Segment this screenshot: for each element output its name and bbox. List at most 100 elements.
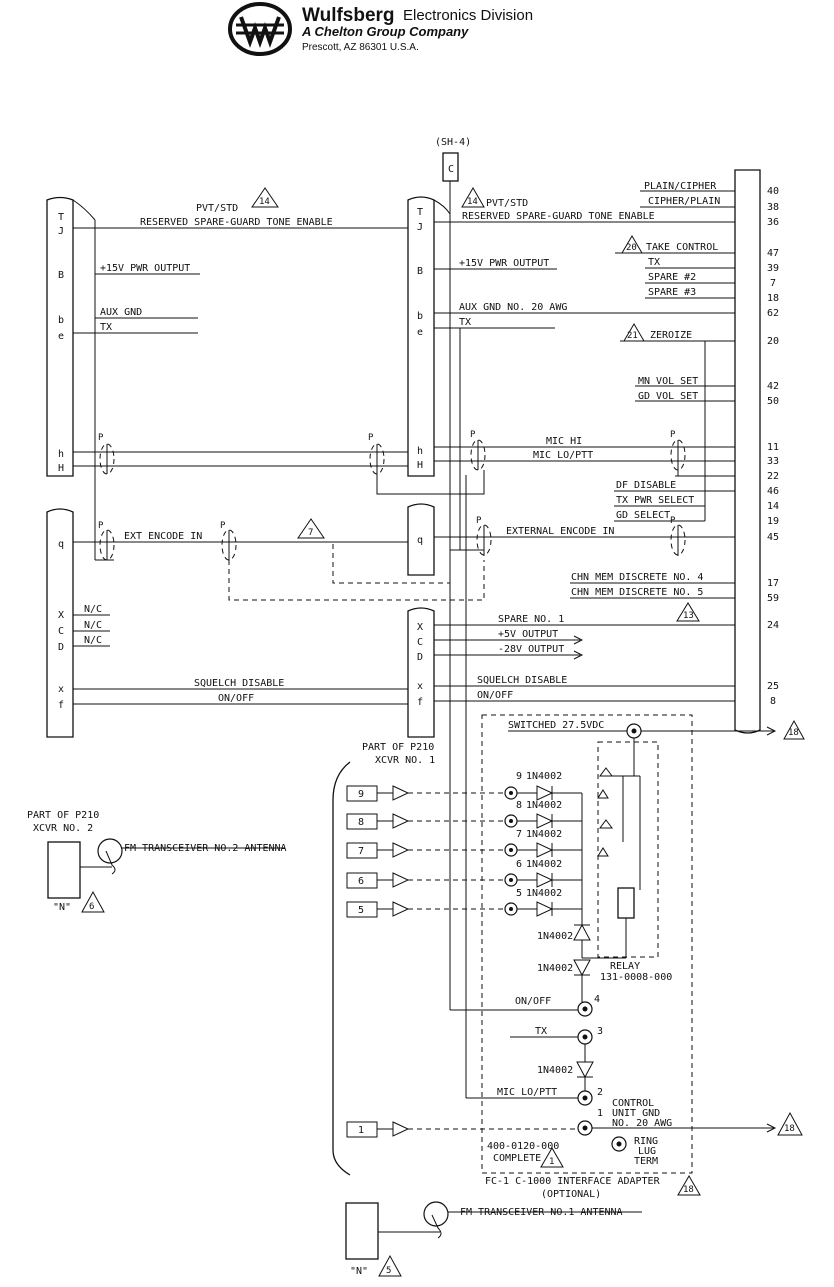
mid-pin-J: J bbox=[417, 222, 423, 233]
adapter-title: FC-1 C-1000 INTERFACE ADAPTER bbox=[485, 1176, 661, 1187]
left-pin-b: b bbox=[58, 315, 64, 326]
note-triangle-18-mid bbox=[777, 1111, 803, 1136]
diode-row-7: 7 7 1N4002 bbox=[346, 829, 582, 859]
pin-9: 9 bbox=[516, 771, 522, 782]
pin-39: 39 bbox=[767, 263, 779, 274]
note-triangle-14-left bbox=[251, 187, 279, 208]
note-18-mid: 18 bbox=[784, 1124, 795, 1134]
pin-5: 5 bbox=[516, 888, 522, 899]
note-triangle-20 bbox=[621, 235, 643, 254]
term-4: 4 bbox=[594, 994, 600, 1005]
diode-9-label: 1N4002 bbox=[526, 771, 562, 782]
note-triangle-18-bottom bbox=[677, 1175, 701, 1196]
pin-22: 22 bbox=[767, 471, 779, 482]
right-label-mic-hi: MIC HI bbox=[546, 436, 582, 447]
interface-adapter: SWITCHED 27.5VDC 18 RELAY 131-0008-000 bbox=[481, 714, 805, 1174]
company-name: Wulfsberg bbox=[302, 5, 395, 26]
note-triangle-21 bbox=[623, 323, 645, 342]
note-1: 1 bbox=[549, 1157, 554, 1167]
pin-59: 59 bbox=[767, 593, 779, 604]
svg-text:P: P bbox=[98, 433, 104, 443]
note-20: 20 bbox=[626, 243, 637, 253]
sh-pin-label: C bbox=[448, 164, 454, 175]
pin-18: 18 bbox=[767, 293, 779, 304]
left-ext-encode-label: EXT ENCODE IN bbox=[124, 531, 202, 542]
left-aux-gnd-label: AUX GND bbox=[100, 307, 142, 318]
note-6: 6 bbox=[89, 902, 94, 912]
right-label-gd-vol: GD VOL SET bbox=[638, 391, 698, 402]
right-label-mn-vol: MN VOL SET bbox=[638, 376, 698, 387]
left-pvt-note: 14 bbox=[259, 197, 270, 207]
left-nc1: N/C bbox=[84, 604, 102, 615]
pin-17: 17 bbox=[767, 578, 779, 589]
right-label-spare1: SPARE NO. 1 bbox=[498, 614, 564, 625]
pin-47: 47 bbox=[767, 248, 779, 259]
xcvr1-n-label: "N" bbox=[350, 1266, 368, 1277]
pin-6: 6 bbox=[516, 859, 522, 870]
right-label-tx-pwr: TX PWR SELECT bbox=[616, 495, 694, 506]
mid-pvt-note: 14 bbox=[467, 197, 478, 207]
left-pin-J: J bbox=[58, 226, 64, 237]
svg-text:P: P bbox=[98, 521, 104, 531]
mid-5v-label: +5V OUTPUT bbox=[498, 629, 558, 640]
right-label-ext-encode: EXTERNAL ENCODE IN bbox=[506, 526, 614, 537]
adapter-onoff-label: ON/OFF bbox=[515, 996, 551, 1007]
left-pin-q: q bbox=[58, 539, 64, 550]
box-6: 6 bbox=[358, 876, 364, 887]
antenna-connector-2 bbox=[97, 838, 123, 864]
right-label-tx: TX bbox=[648, 257, 660, 268]
box-1: 1 bbox=[358, 1125, 364, 1136]
svg-text:P: P bbox=[670, 516, 676, 526]
mid-connector-upper bbox=[407, 196, 451, 477]
diode-c bbox=[576, 1061, 594, 1079]
mid-pin-D: D bbox=[417, 652, 423, 663]
mid-pin-q: q bbox=[417, 535, 423, 546]
note-13: 13 bbox=[683, 611, 694, 621]
left-pin-e: e bbox=[58, 331, 64, 342]
control-label-3: NO. 20 AWG bbox=[612, 1118, 672, 1129]
right-label-spare3: SPARE #3 bbox=[648, 287, 696, 298]
box-8: 8 bbox=[358, 817, 364, 828]
left-guard-tone-label: RESERVED SPARE-GUARD TONE ENABLE bbox=[140, 217, 333, 228]
note-18-top: 18 bbox=[788, 728, 799, 738]
left-nc3: N/C bbox=[84, 635, 102, 646]
xcvr2-part-label: PART OF P210 bbox=[27, 810, 99, 821]
pin-8: 8 bbox=[516, 800, 522, 811]
pin-36: 36 bbox=[767, 217, 779, 228]
svg-text:P: P bbox=[476, 516, 482, 526]
left-squelch-label: SQUELCH DISABLE bbox=[194, 678, 284, 689]
adapter-mic-lo-label: MIC LO/PTT bbox=[497, 1087, 557, 1098]
mid-pin-f: f bbox=[417, 697, 423, 708]
svg-text:P: P bbox=[368, 433, 374, 443]
mid-pin-C: C bbox=[417, 637, 423, 648]
pin-33: 33 bbox=[767, 456, 779, 467]
right-wires bbox=[434, 190, 735, 1098]
mid-connector-lower bbox=[407, 503, 435, 738]
right-label-onoff: ON/OFF bbox=[477, 690, 513, 701]
term-1: 1 bbox=[597, 1108, 603, 1119]
pin-11: 11 bbox=[767, 442, 779, 453]
pin-42: 42 bbox=[767, 381, 779, 392]
relay-label: RELAY bbox=[610, 961, 640, 972]
pin-62: 62 bbox=[767, 308, 779, 319]
note-triangle-6 bbox=[81, 890, 105, 913]
mid-28v-label: -28V OUTPUT bbox=[498, 644, 564, 655]
control-label-2: UNIT GND bbox=[612, 1108, 660, 1119]
right-label-chn-mem-5: CHN MEM DISCRETE NO. 5 bbox=[571, 587, 703, 598]
p210-part-label: PART OF P210 bbox=[362, 742, 434, 753]
left-onoff-label: ON/OFF bbox=[218, 693, 254, 704]
box-7: 7 bbox=[358, 846, 364, 857]
company-header: Wulfsberg Electronics Division A Chelton… bbox=[228, 2, 533, 56]
svg-text:P: P bbox=[670, 430, 676, 440]
left-note7: 7 bbox=[308, 528, 313, 538]
mid-pvt-std-label: PVT/STD bbox=[486, 198, 528, 209]
right-pin-numbers: 40 38 36 47 39 7 18 62 20 42 50 11 33 22… bbox=[767, 186, 779, 707]
left-connector-upper bbox=[46, 196, 96, 560]
box-9: 9 bbox=[358, 789, 364, 800]
right-label-gd-select: GD SELECT bbox=[616, 510, 670, 521]
left-pin-H: H bbox=[58, 463, 64, 474]
division-name: Electronics Division bbox=[403, 7, 533, 24]
ring-label-2: LUG bbox=[638, 1146, 656, 1157]
pin-38: 38 bbox=[767, 202, 779, 213]
left-nc2: N/C bbox=[84, 620, 102, 631]
